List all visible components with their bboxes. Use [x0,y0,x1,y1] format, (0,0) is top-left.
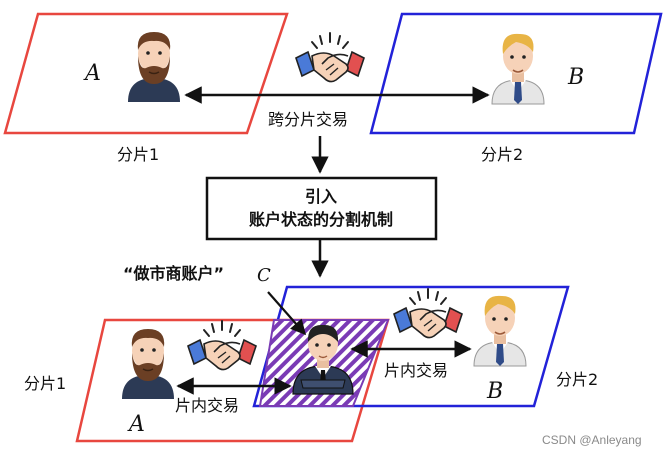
node-c-label: C [257,265,271,286]
mechanism-box [205,176,438,241]
handshake-icon [295,32,365,83]
shard1-top-region [3,12,289,135]
intra-tx-left-label: 片内交易 [175,396,239,415]
mechanism-line1: 引入 [305,187,337,206]
shard2-top-label: 分片2 [481,145,523,164]
intra-tx-right-label: 片内交易 [384,361,448,380]
handshake-icon-right [393,288,463,339]
shard2-bottom-region [252,285,570,408]
market-maker-arrow [267,291,307,336]
bearded-man-icon-bottom [121,328,175,400]
blond-man-icon [491,33,545,105]
market-maker-label: “做市商账户” [123,264,224,283]
node-a-bottom-label: A [127,412,145,437]
shard1-bottom-label: 分片1 [24,374,66,393]
node-a-top-label: A [83,61,101,86]
watermark-text: CSDN @Anleyang [542,433,642,447]
mechanism-line2: 账户状态的分割机制 [249,210,393,229]
handshake-icon-left [187,320,257,371]
node-b-top-label: B [567,65,584,90]
bearded-man-icon [127,31,181,103]
shard2-bottom-label: 分片2 [556,370,598,389]
blond-man-icon-bottom [473,295,527,367]
shard1-top-label: 分片1 [117,145,159,164]
node-b-bottom-label: B [486,379,503,404]
cross-shard-tx-label: 跨分片交易 [268,110,348,129]
